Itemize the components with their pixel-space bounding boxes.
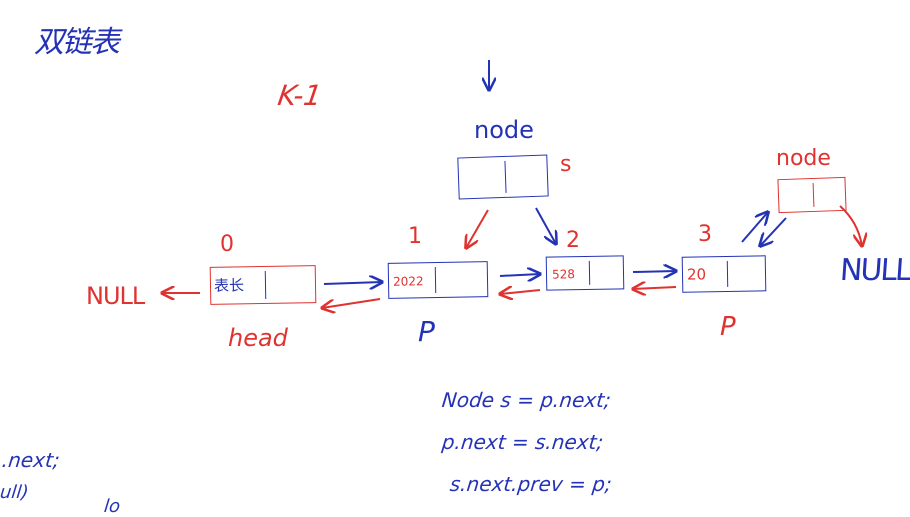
- node-right-box: [777, 176, 847, 214]
- list-node-0: 表长: [209, 265, 317, 305]
- p-label-2: P: [720, 312, 736, 342]
- list-node-3: 20: [681, 255, 767, 293]
- node-0-value: 表长: [213, 276, 245, 295]
- code-line-3: s.next.prev = p;: [448, 472, 614, 496]
- list-node-2: 528: [545, 255, 625, 291]
- arrow-prev-2-1: [500, 290, 541, 294]
- node-top-box: [457, 154, 549, 200]
- head-label: head: [228, 324, 288, 352]
- index-3: 3: [698, 222, 712, 247]
- node-right-divider: [812, 182, 815, 207]
- code-line-2: p.next = s.next;: [440, 430, 605, 454]
- left-fragment-1: .next;: [0, 448, 62, 472]
- arrow-node3-to-right-node: [741, 212, 768, 243]
- p-label-1: P: [418, 315, 435, 348]
- code-line-1: Node s = p.next;: [440, 388, 613, 412]
- null-left: NULL: [86, 282, 145, 310]
- list-node-1: 2022: [387, 261, 489, 299]
- index-0: 0: [220, 232, 234, 257]
- node-top-divider: [504, 160, 507, 193]
- node-top-label: node: [474, 116, 534, 144]
- arrow-next-2-3: [632, 271, 676, 272]
- node-3-divider: [726, 260, 729, 287]
- left-fragment-2: ull): [0, 482, 30, 503]
- k-label: K-1: [275, 79, 324, 112]
- node-top-var: s: [560, 152, 572, 177]
- arrow-next-1-2: [499, 274, 540, 276]
- page-title: 双链表: [34, 25, 120, 60]
- node-1-value: 2022: [392, 274, 424, 289]
- null-right: NULL: [838, 253, 910, 288]
- index-2: 2: [566, 228, 580, 253]
- arrow-prev-3-2: [633, 287, 677, 289]
- node-0-divider: [264, 270, 267, 299]
- index-1: 1: [408, 224, 422, 249]
- arrow-right-node-to-node3: [760, 217, 787, 246]
- node-3-value: 20: [686, 265, 707, 284]
- arrow-right-node-to-null: [839, 205, 862, 246]
- node-right-label: node: [776, 146, 831, 171]
- arrow-s-next-to-node2: [535, 207, 556, 244]
- arrow-next-0-1: [323, 282, 382, 284]
- arrow-prev-1-0: [322, 298, 381, 308]
- node-2-divider: [588, 260, 591, 285]
- node-2-value: 528: [551, 267, 576, 282]
- node-1-divider: [434, 267, 437, 294]
- left-fragment-3: lo: [102, 496, 122, 517]
- arrow-s-prev-to-node1: [466, 209, 489, 248]
